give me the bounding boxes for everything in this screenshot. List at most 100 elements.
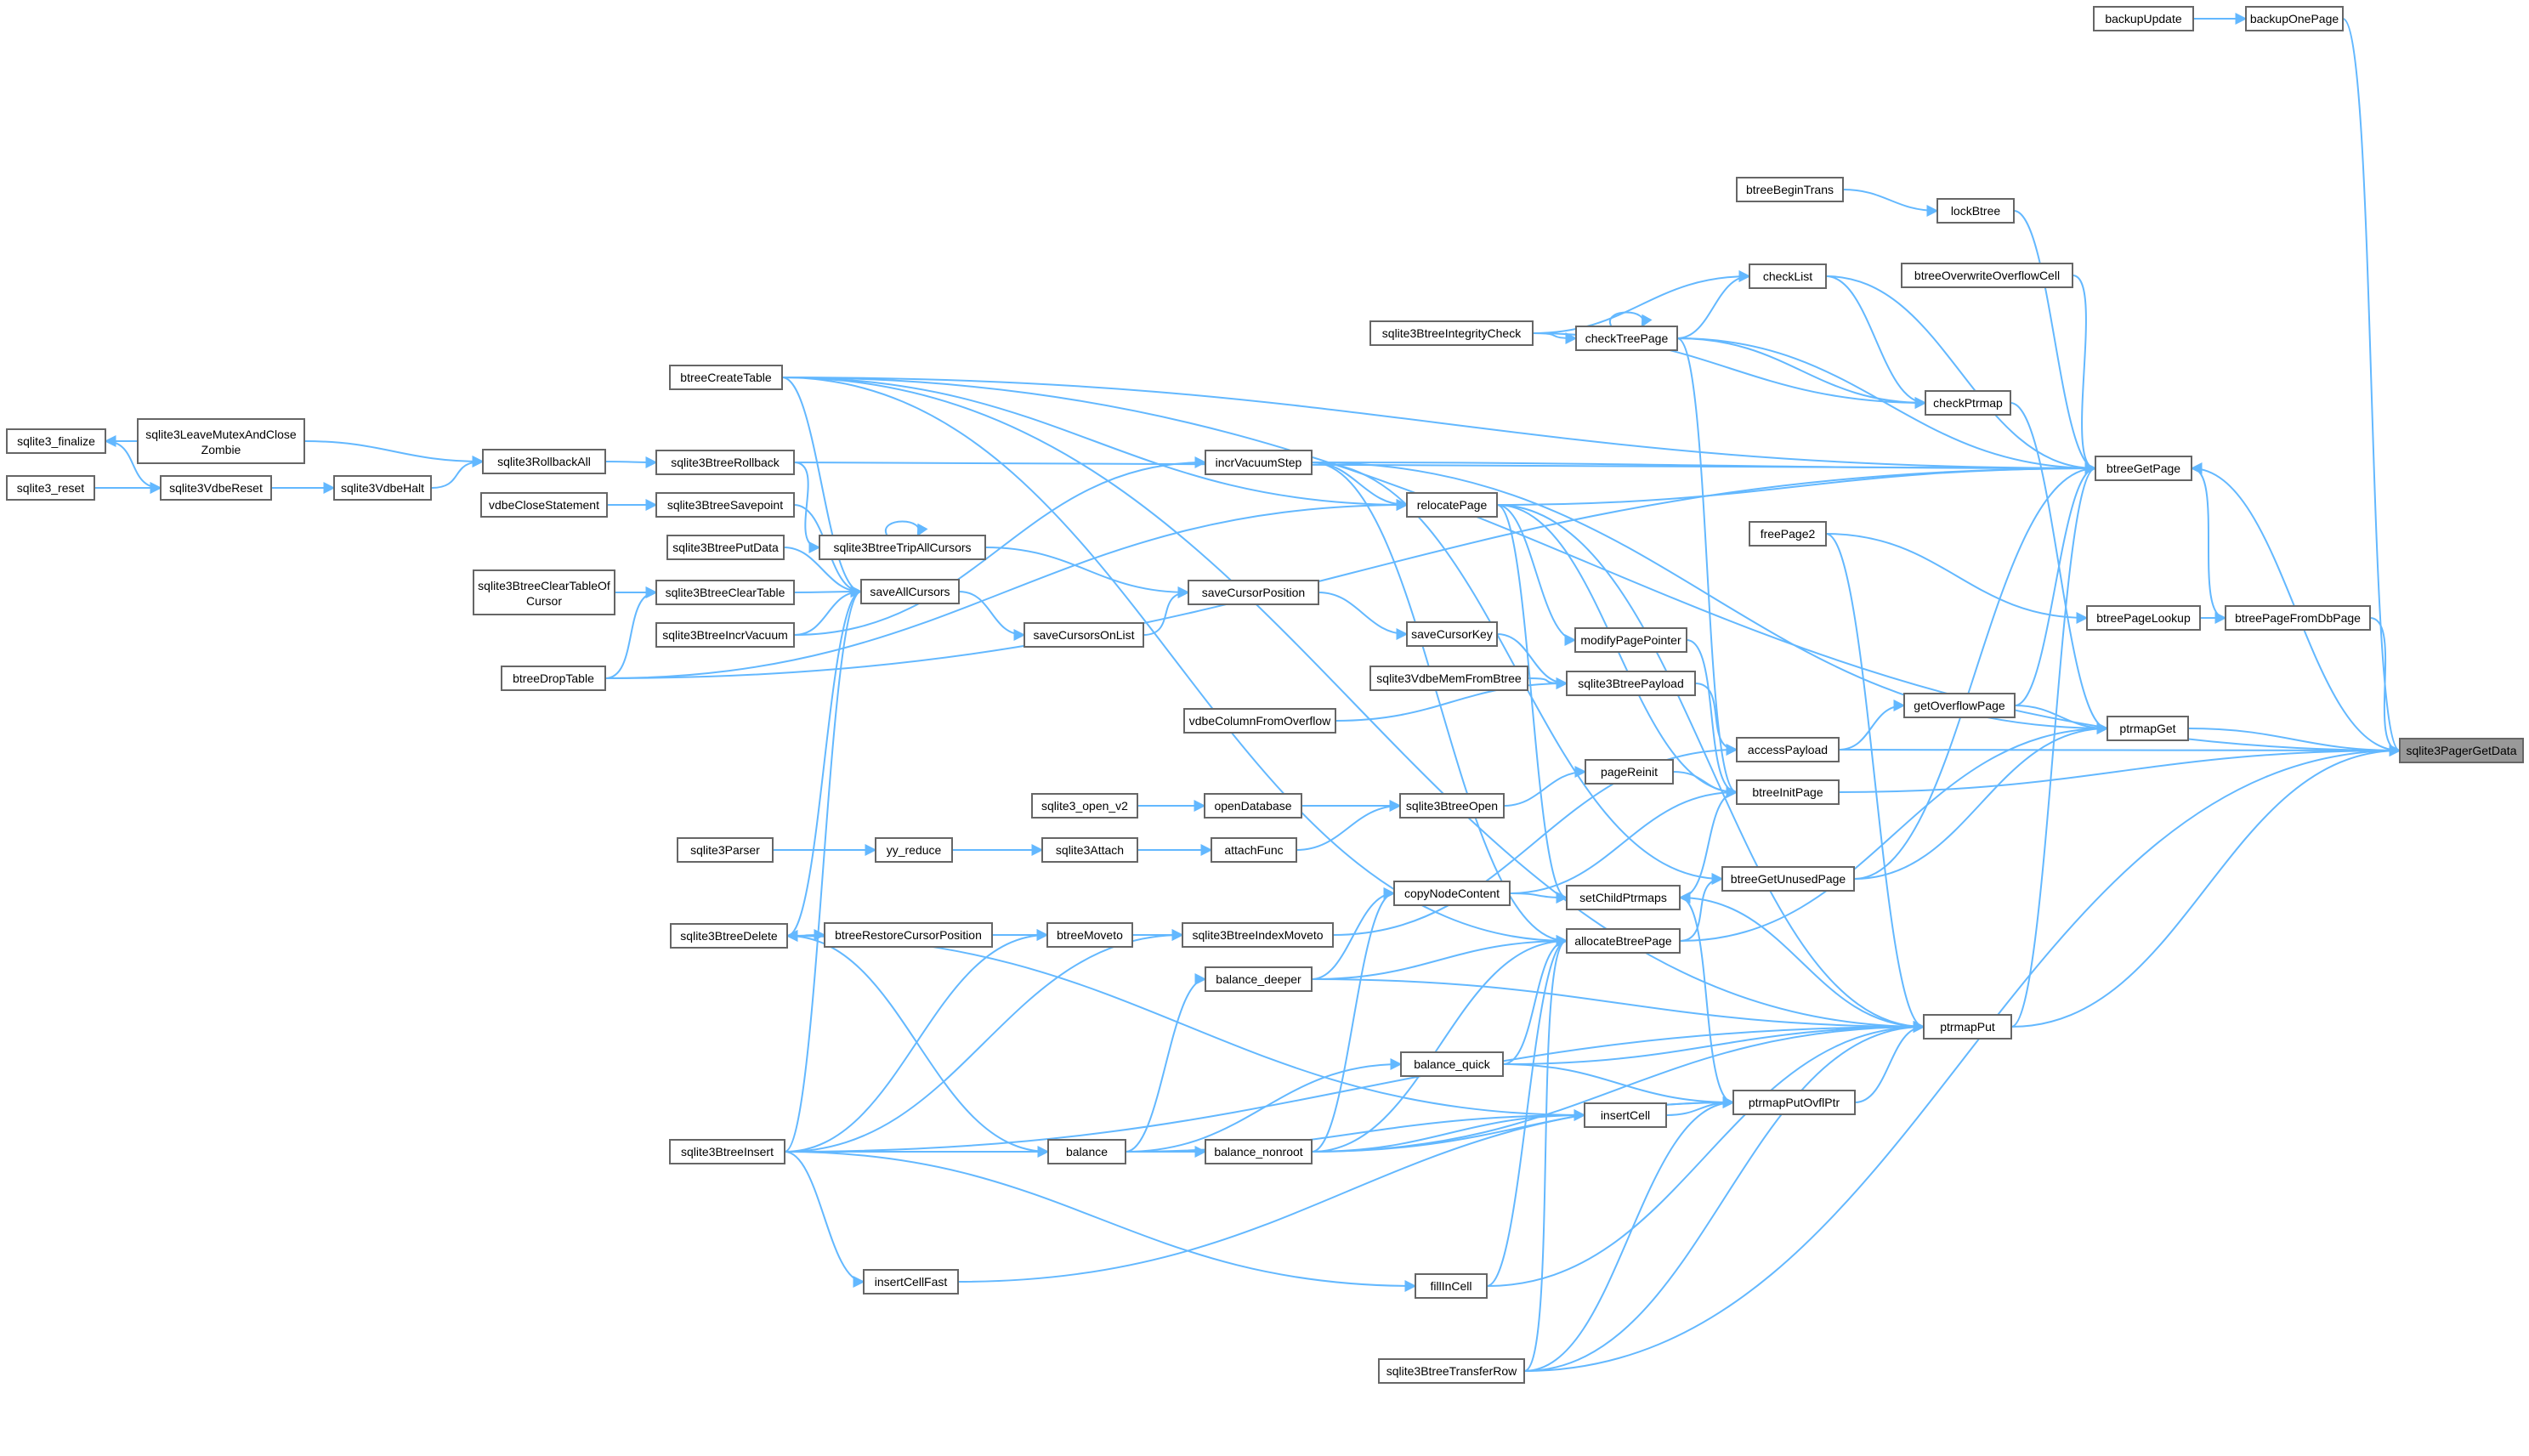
node-btreeGetUnusedPage[interactable]: btreeGetUnusedPage [1721, 866, 1855, 892]
node-getOverflowPage[interactable]: getOverflowPage [1903, 693, 2016, 718]
node-box [1574, 627, 1687, 653]
node-box [1369, 666, 1528, 691]
node-btreeInitPage[interactable]: btreeInitPage [1736, 779, 1840, 805]
node-insertCellFast[interactable]: insertCellFast [863, 1269, 959, 1295]
node-sqlite3BtreePayload[interactable]: sqlite3BtreePayload [1566, 671, 1696, 696]
node-ptrmapPutOvflPtr[interactable]: ptrmapPutOvflPtr [1732, 1090, 1856, 1115]
node-ptrmapGet[interactable]: ptrmapGet [2107, 716, 2189, 741]
node-setChildPtrmaps[interactable]: setChildPtrmaps [1566, 885, 1681, 910]
node-saveCursorsOnList[interactable]: saveCursorsOnList [1024, 622, 1144, 648]
node-accessPayload[interactable]: accessPayload [1736, 737, 1840, 762]
node-fillInCell[interactable]: fillInCell [1415, 1273, 1488, 1299]
node-label: balance_nonroot [1214, 1145, 1302, 1159]
node-btreeDropTable[interactable]: btreeDropTable [501, 666, 606, 691]
node-sqlite3VdbeMemFromBtree[interactable]: sqlite3VdbeMemFromBtree [1369, 666, 1528, 691]
node-sqlite3PagerGetData[interactable]: sqlite3PagerGetData [2399, 738, 2524, 763]
node-checkPtrmap[interactable]: checkPtrmap [1925, 390, 2011, 416]
node-sqlite3BtreeIndexMoveto[interactable]: sqlite3BtreeIndexMoveto [1182, 922, 1334, 948]
edge-balance-to-balance_quick [1125, 1058, 1403, 1153]
node-vdbeColumnFromOverflow[interactable]: vdbeColumnFromOverflow [1183, 708, 1336, 734]
edge-balance-to-sqlite3BtreeDelete [785, 930, 1049, 1153]
node-balance[interactable]: balance [1047, 1139, 1126, 1164]
node-sqlite3BtreeTripAllCursors[interactable]: sqlite3BtreeTripAllCursors [819, 535, 986, 560]
node-box [501, 666, 606, 691]
node-balance_nonroot[interactable]: balance_nonroot [1205, 1139, 1313, 1164]
node-sqlite3BtreeRollback[interactable]: sqlite3BtreeRollback [655, 450, 795, 475]
node-sqlite3VdbeHalt[interactable]: sqlite3VdbeHalt [333, 475, 432, 501]
node-ptrmapPut[interactable]: ptrmapPut [1923, 1014, 2012, 1040]
edge-insertCell-to-sqlite3BtreeDelete [785, 930, 1585, 1116]
node-openDatabase[interactable]: openDatabase [1204, 793, 1302, 819]
node-label: btreeCreateTable [680, 371, 772, 384]
node-box [1736, 737, 1840, 762]
node-balance_quick[interactable]: balance_quick [1400, 1051, 1504, 1077]
node-btreeRestoreCursorPosition[interactable]: btreeRestoreCursorPosition [824, 922, 993, 948]
node-box [655, 492, 795, 518]
node-btreeCreateTable[interactable]: btreeCreateTable [669, 365, 783, 390]
node-btreeBeginTrans[interactable]: btreeBeginTrans [1736, 177, 1844, 202]
node-checkList[interactable]: checkList [1749, 263, 1827, 289]
node-label: Zombie [201, 443, 241, 456]
node-sqlite3BtreeInsert[interactable]: sqlite3BtreeInsert [669, 1139, 785, 1164]
node-yy_reduce[interactable]: yy_reduce [875, 837, 953, 863]
edge-btreeGetUnusedPage-to-ptrmapGet [1853, 722, 2109, 880]
node-label: Cursor [526, 594, 562, 608]
node-btreeGetPage[interactable]: btreeGetPage [2095, 456, 2192, 481]
node-relocatePage[interactable]: relocatePage [1406, 492, 1498, 518]
node-allocateBtreePage[interactable]: allocateBtreePage [1566, 928, 1681, 954]
edge-btreeCreateTable-to-sqlite3PagerGetData [781, 377, 2401, 756]
node-sqlite3BtreeSavepoint[interactable]: sqlite3BtreeSavepoint [655, 492, 795, 518]
node-btreeOverwriteOverflowCell[interactable]: btreeOverwriteOverflowCell [1901, 263, 2073, 288]
node-sqlite3BtreeDelete[interactable]: sqlite3BtreeDelete [670, 923, 788, 949]
node-label: btreePageFromDbPage [2235, 611, 2361, 625]
node-backupUpdate[interactable]: backupUpdate [2093, 6, 2194, 31]
node-sqlite3Attach[interactable]: sqlite3Attach [1041, 837, 1138, 863]
edge-sqlite3BtreeIncrVacuum-to-incrVacuumStep [793, 456, 1207, 636]
node-btreeMoveto[interactable]: btreeMoveto [1046, 922, 1133, 948]
edge-modifyPagePointer-to-btreeInitPage [1686, 639, 1738, 798]
node-backupOnePage[interactable]: backupOnePage [2245, 6, 2344, 31]
node-label: btreeRestoreCursorPosition [835, 928, 982, 942]
node-incrVacuumStep[interactable]: incrVacuumStep [1205, 450, 1313, 475]
node-btreePageLookup[interactable]: btreePageLookup [2086, 605, 2201, 631]
node-sqlite3BtreeOpen[interactable]: sqlite3BtreeOpen [1399, 793, 1505, 819]
node-checkTreePage[interactable]: checkTreePage [1575, 326, 1678, 351]
node-vdbeCloseStatement[interactable]: vdbeCloseStatement [480, 492, 608, 518]
node-label: sqlite3_finalize [17, 434, 95, 448]
node-sqlite3_finalize[interactable]: sqlite3_finalize [6, 428, 106, 454]
node-modifyPagePointer[interactable]: modifyPagePointer [1574, 627, 1687, 653]
node-sqlite3RollbackAll[interactable]: sqlite3RollbackAll [482, 449, 606, 474]
edge-ptrmapPutOvflPtr-to-setChildPtrmaps [1678, 892, 1734, 1103]
node-sqlite3Parser[interactable]: sqlite3Parser [677, 837, 774, 863]
node-freePage2[interactable]: freePage2 [1749, 521, 1827, 547]
node-sqlite3_open_v2[interactable]: sqlite3_open_v2 [1031, 793, 1138, 819]
node-pageReinit[interactable]: pageReinit [1585, 759, 1674, 785]
node-lockBtree[interactable]: lockBtree [1936, 198, 2015, 224]
node-attachFunc[interactable]: attachFunc [1211, 837, 1297, 863]
node-balance_deeper[interactable]: balance_deeper [1205, 966, 1313, 992]
edge-checkTreePage-to-checkList [1676, 270, 1751, 339]
node-sqlite3VdbeReset[interactable]: sqlite3VdbeReset [160, 475, 272, 501]
node-box [137, 418, 305, 464]
edge-fillInCell-to-allocateBtreePage [1486, 935, 1568, 1287]
node-box [819, 535, 986, 560]
node-label: yy_reduce [887, 843, 942, 857]
edge-btreePageFromDbPage-to-btreeGetPage [2190, 462, 2226, 619]
node-sqlite3BtreeClearTable[interactable]: sqlite3BtreeClearTable [655, 580, 795, 605]
edge-sqlite3BtreeRollback-to-sqlite3BtreeTripAllCursors [793, 462, 821, 553]
node-sqlite3_reset[interactable]: sqlite3_reset [6, 475, 95, 501]
node-sqlite3BtreeIntegrityCheck[interactable]: sqlite3BtreeIntegrityCheck [1369, 320, 1534, 346]
node-sqlite3BtreePutData[interactable]: sqlite3BtreePutData [666, 535, 785, 560]
node-box [1566, 928, 1681, 954]
node-copyNodeContent[interactable]: copyNodeContent [1393, 881, 1511, 906]
node-saveAllCursors[interactable]: saveAllCursors [860, 579, 960, 604]
node-sqlite3BtreeTransferRow[interactable]: sqlite3BtreeTransferRow [1378, 1358, 1525, 1384]
node-btreePageFromDbPage[interactable]: btreePageFromDbPage [2225, 605, 2371, 631]
node-insertCell[interactable]: insertCell [1584, 1102, 1667, 1128]
node-sqlite3BtreeIncrVacuum[interactable]: sqlite3BtreeIncrVacuum [655, 622, 795, 648]
node-box [1204, 793, 1302, 819]
node-saveCursorKey[interactable]: saveCursorKey [1406, 621, 1498, 647]
node-saveCursorPosition[interactable]: saveCursorPosition [1188, 580, 1319, 605]
